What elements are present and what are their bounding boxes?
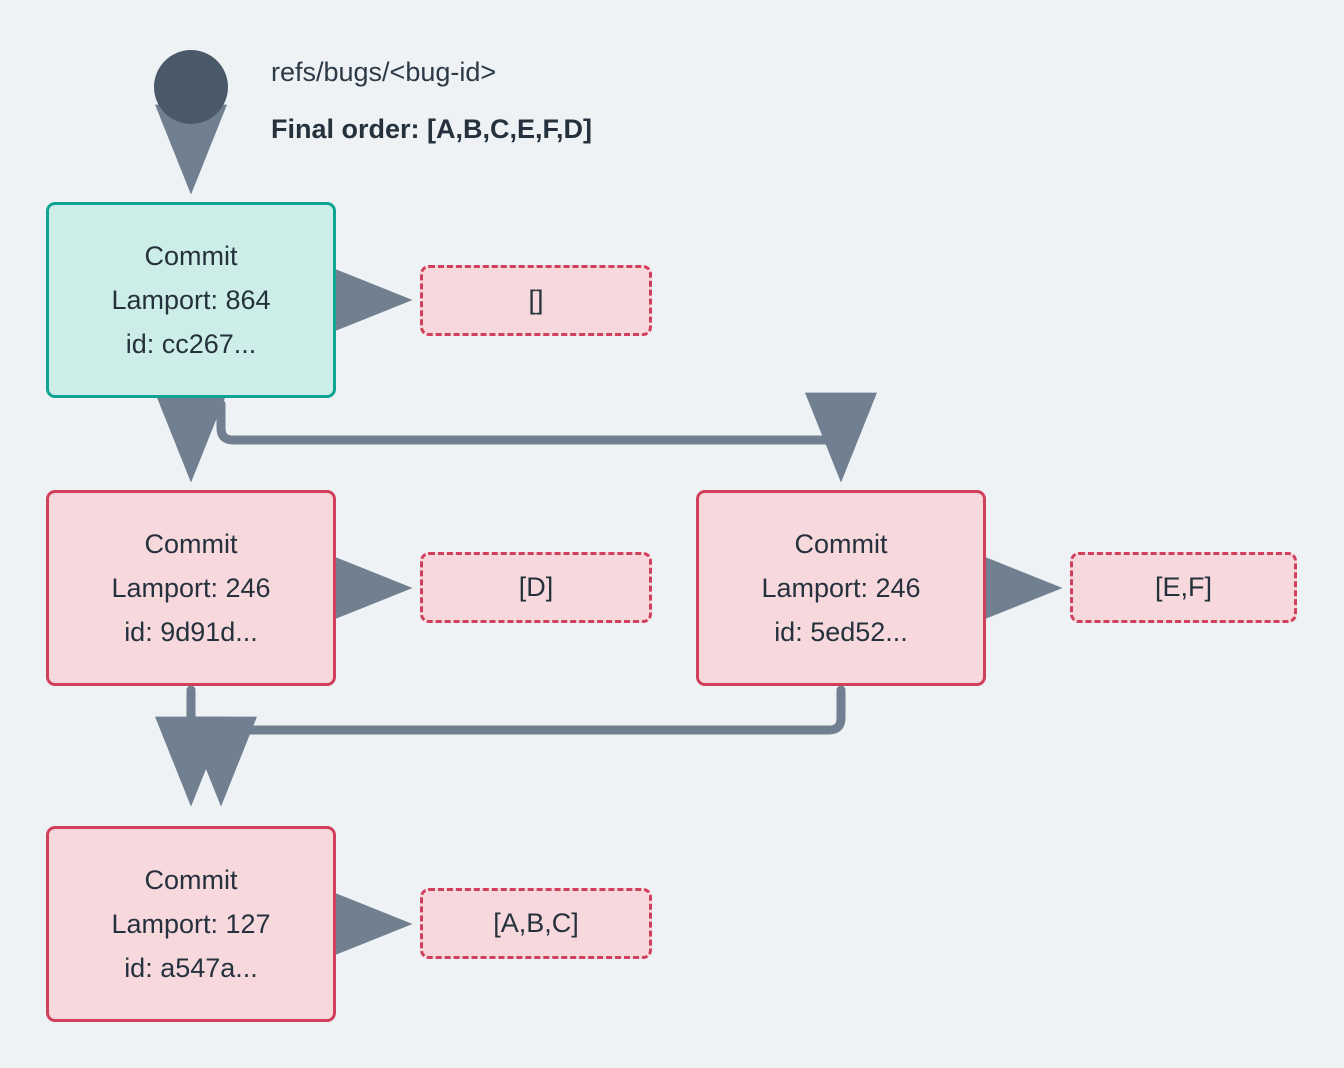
payload-box-a547a[interactable]: [A,B,C] [420,888,652,959]
commit-node-id: id: a547a... [124,953,258,984]
commit-node-title: Commit [794,528,888,559]
payload-box-5ed52[interactable]: [E,F] [1070,552,1297,623]
commit-node-id: id: 5ed52... [774,617,908,648]
payload-box-cc267[interactable]: [] [420,265,652,336]
commit-node-9d91d[interactable]: Commit Lamport: 246 id: 9d91d... [46,490,336,686]
edge-5ed52-to-a547a [185,685,846,807]
ref-label: refs/bugs/<bug-id> [271,57,497,87]
commit-node-lamport: Lamport: 127 [111,908,271,939]
commit-node-cc267[interactable]: Commit Lamport: 864 id: cc267... [46,202,336,398]
commit-node-lamport: Lamport: 864 [111,284,271,315]
final-order-label: Final order: [A,B,C,E,F,D] [271,114,593,144]
commit-node-id: id: cc267... [125,329,257,360]
commit-node-id: id: 9d91d... [124,617,258,648]
commit-node-a547a[interactable]: Commit Lamport: 127 id: a547a... [46,826,336,1022]
root-commit-dot[interactable] [154,50,228,124]
edge-cc267-to-5ed52 [216,392,877,483]
commit-node-title: Commit [144,528,238,559]
commit-node-title: Commit [144,864,238,895]
commit-node-title: Commit [144,240,238,271]
payload-box-9d91d[interactable]: [D] [420,552,652,623]
commit-node-lamport: Lamport: 246 [111,572,271,603]
commit-node-5ed52[interactable]: Commit Lamport: 246 id: 5ed52... [696,490,986,686]
commit-node-lamport: Lamport: 246 [761,572,921,603]
